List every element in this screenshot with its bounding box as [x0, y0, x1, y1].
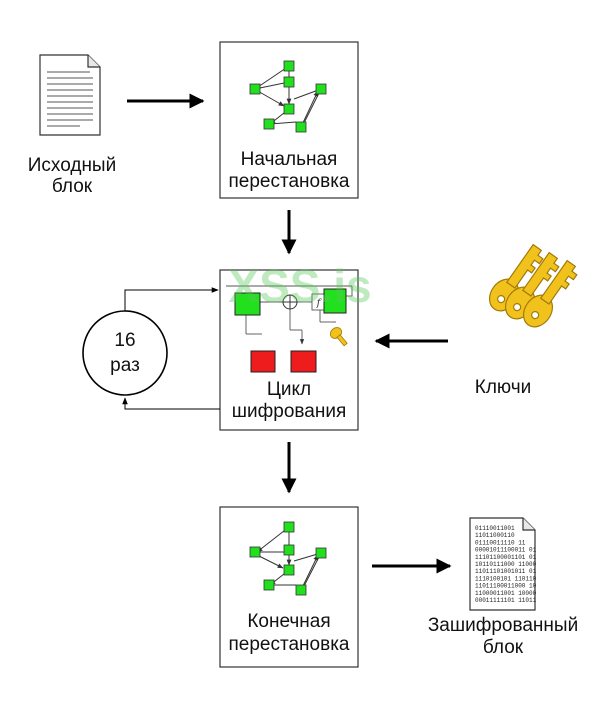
encrypted-label-line1: Зашифрованный [428, 615, 578, 636]
cipher-cycle-label-line1: Цикл [267, 379, 311, 400]
cipher-cycle-label-line2: шифрования [232, 401, 346, 422]
initial-permutation-label-line1: Начальная [241, 149, 338, 170]
keys-icon [488, 243, 578, 328]
encrypted-document-icon [469, 517, 536, 611]
binary-line: 01110011001 [475, 525, 515, 532]
rounds-number: 16 [114, 330, 135, 351]
binary-line: 11000011001 10000 [475, 590, 537, 597]
feistel-round-icon: f [226, 285, 353, 373]
final-permutation-graph-icon [249, 521, 327, 596]
source-label-line1: Исходный [28, 155, 116, 176]
binary-line: 10110111000 11000 [475, 561, 537, 568]
binary-line: 00001011100011 01 [475, 547, 537, 554]
initial-permutation-graph-icon [249, 60, 327, 133]
binary-line: 00011111101 11011 [475, 597, 537, 604]
binary-line: 11011101001011 01 [475, 568, 537, 575]
function-symbol: f [316, 298, 323, 309]
final-permutation-label-line1: Конечная [247, 611, 330, 632]
binary-line: 11011100011000 10 [475, 583, 537, 590]
source-document-icon [39, 54, 101, 136]
encrypted-label-line2: блок [483, 637, 524, 658]
round-key-icon [329, 327, 348, 347]
binary-line: 1110100101 110110 [475, 575, 537, 582]
loop-arrow-to-cycle [124, 287, 219, 311]
watermark-logo: XSS.is [228, 260, 371, 312]
rounds-unit: раз [110, 355, 140, 376]
source-label-line2: блок [52, 176, 93, 197]
rounds-circle [82, 310, 168, 396]
keys-label: Ключи [475, 377, 532, 398]
loop-arrow-to-counter [122, 397, 220, 410]
initial-permutation-label-line2: перестановка [229, 171, 350, 192]
binary-line: 11011000110 [475, 532, 515, 539]
final-permutation-label-line2: перестановка [229, 634, 350, 655]
binary-line: 01110011110 11 [475, 539, 526, 546]
binary-line: 11101100001101 01 [475, 554, 537, 561]
